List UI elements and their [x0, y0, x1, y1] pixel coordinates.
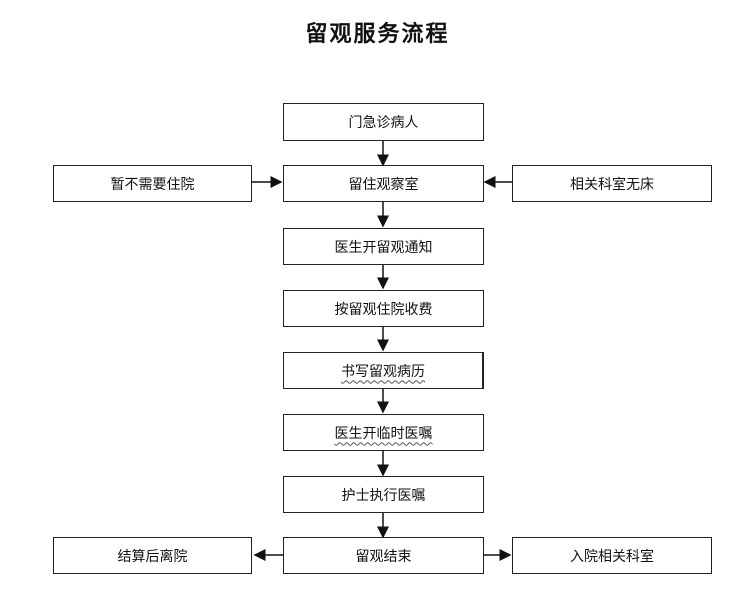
node-settle-discharge: 结算后离院	[53, 537, 252, 574]
node-observation-notice-label: 医生开留观通知	[334, 239, 433, 256]
node-nurse-execute: 护士执行医嘱	[283, 476, 484, 513]
node-no-need-admission-label: 暂不需要住院	[110, 176, 195, 193]
node-observation-room-label: 留住观察室	[348, 176, 419, 193]
node-no-bed: 相关科室无床	[512, 165, 712, 202]
node-outpatient: 门急诊病人	[283, 103, 484, 141]
node-settle-discharge-label: 结算后离院	[117, 548, 188, 565]
node-admit-department-label: 入院相关科室	[570, 548, 654, 565]
node-no-need-admission: 暂不需要住院	[53, 165, 252, 202]
node-temporary-order: 医生开临时医嘱	[283, 414, 484, 451]
node-no-bed-label: 相关科室无床	[570, 176, 654, 193]
node-outpatient-label: 门急诊病人	[348, 115, 419, 131]
node-charge-label: 按留观住院收费	[334, 301, 433, 318]
node-observation-room: 留住观察室	[283, 165, 484, 202]
node-charge: 按留观住院收费	[283, 290, 484, 327]
node-admit-department: 入院相关科室	[512, 537, 712, 574]
node-nurse-execute-label: 护士执行医嘱	[341, 487, 426, 504]
node-observation-notice: 医生开留观通知	[283, 228, 484, 265]
node-medical-record-label: 书写留观病历	[341, 363, 425, 380]
node-medical-record: 书写留观病历	[283, 352, 484, 389]
page-title: 留观服务流程	[305, 21, 450, 47]
node-temporary-order-label: 医生开临时医嘱	[334, 425, 433, 442]
node-observation-end: 留观结束	[283, 537, 484, 574]
node-observation-end-label: 留观结束	[355, 548, 412, 565]
